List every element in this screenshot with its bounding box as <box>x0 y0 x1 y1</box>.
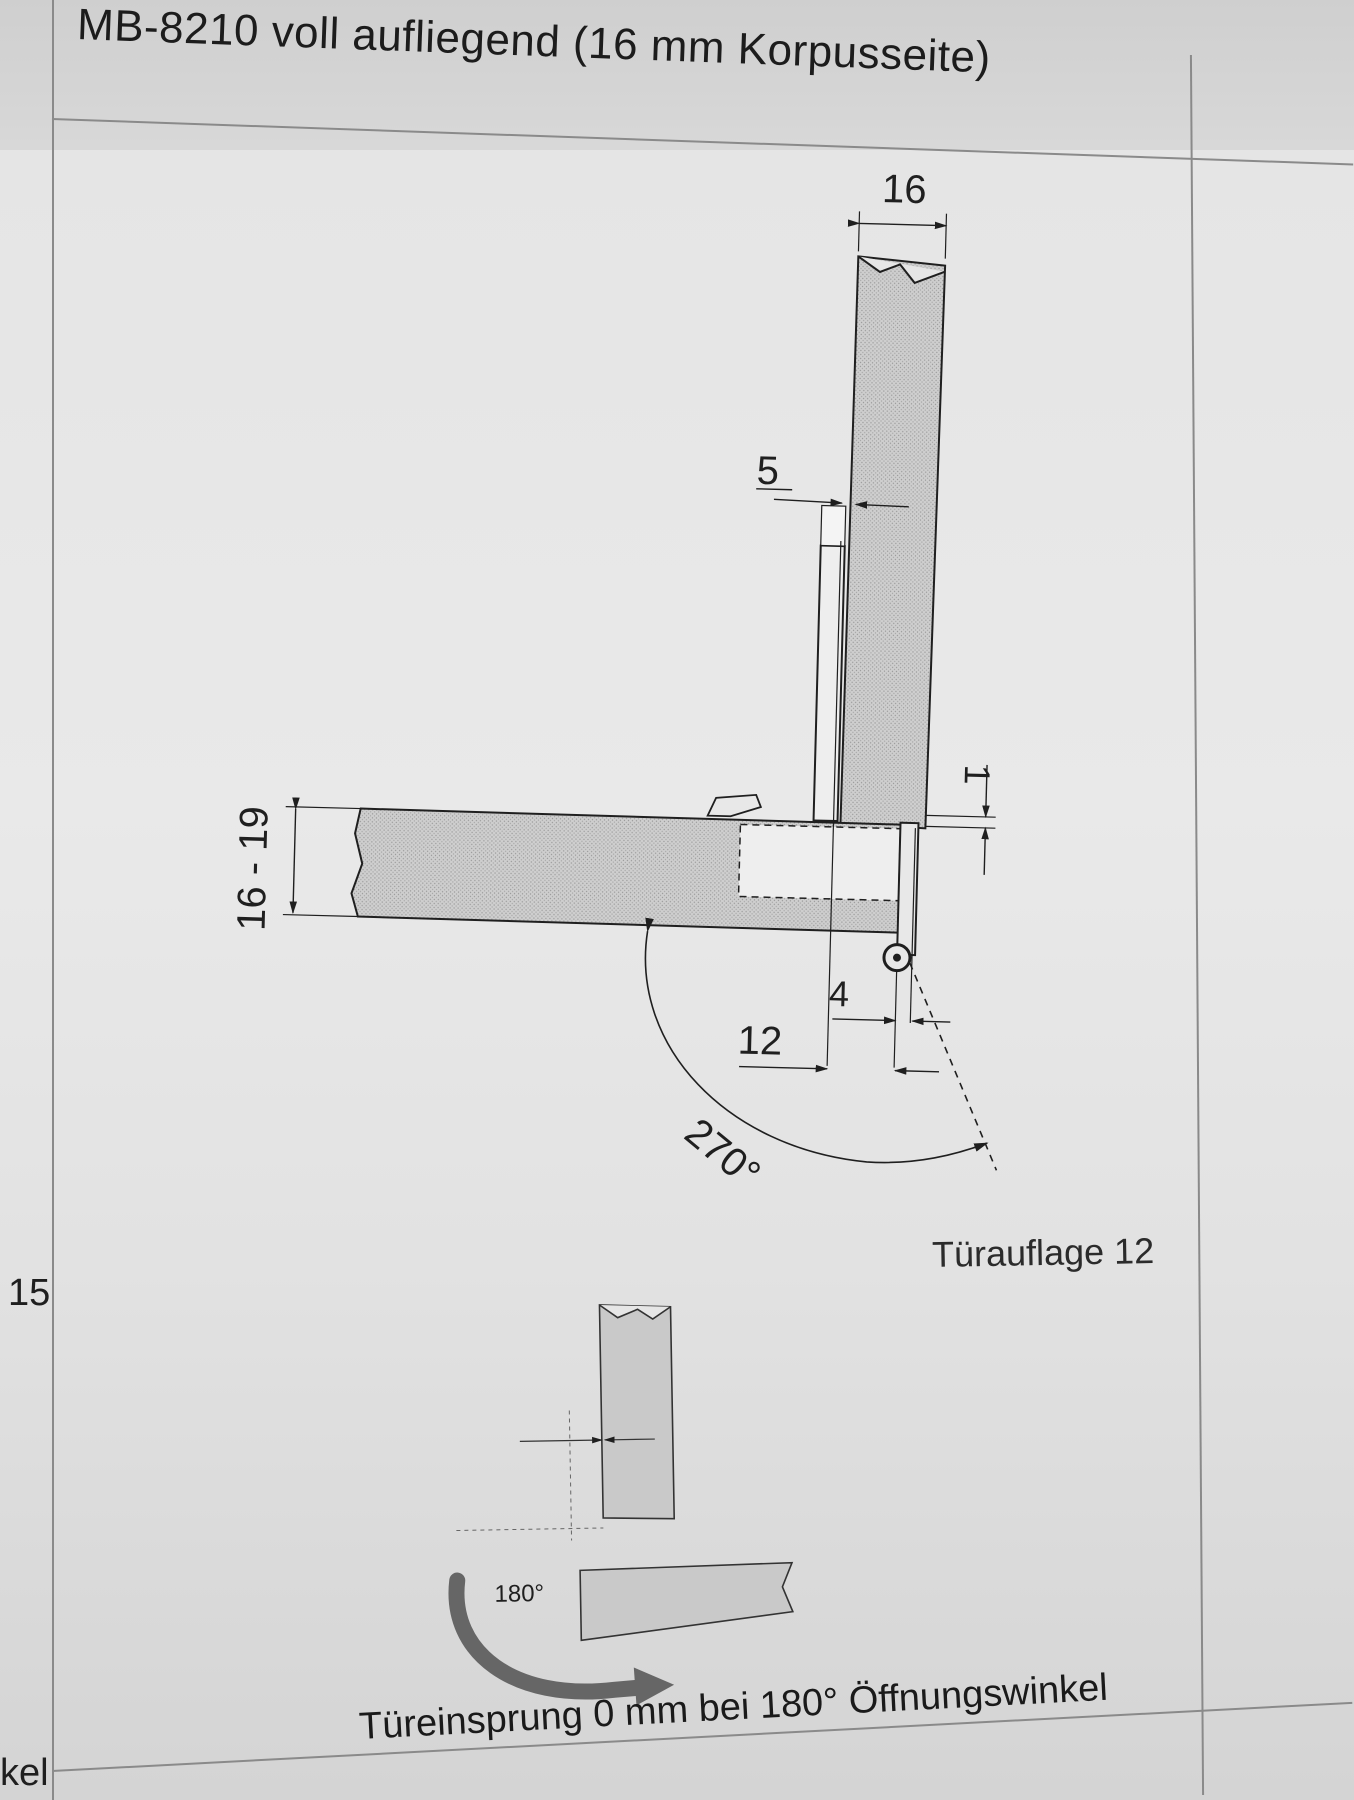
dim-label-5: 5 <box>756 449 779 494</box>
side-label-number: 15 <box>8 1272 51 1314</box>
rotation-arrow <box>448 1572 653 1700</box>
dim-label-4: 4 <box>828 973 849 1015</box>
dim-label-16: 16 <box>882 167 928 212</box>
opening-angle-line <box>909 962 998 1171</box>
hinge-tab <box>706 793 763 818</box>
dim-label-12: 12 <box>737 1019 783 1064</box>
mounting-plate-block <box>820 504 847 547</box>
reference-line <box>285 805 361 810</box>
side-label-bottom: kel <box>0 1752 49 1794</box>
reference-line <box>857 211 861 252</box>
secondary-vertical-panel <box>598 1304 676 1520</box>
reference-line <box>893 970 898 1068</box>
secondary-diagram: 180° <box>448 1304 794 1706</box>
dim-label-1: 1 <box>957 764 999 785</box>
hinge-cup <box>737 823 902 902</box>
dim-label-270: 270° <box>676 1110 768 1197</box>
reference-line <box>944 213 948 259</box>
main-diagram-caption: Türauflage 12 <box>931 1230 1155 1275</box>
dim-label-16-19: 16 - 19 <box>229 806 276 932</box>
reference-line <box>282 913 358 918</box>
secondary-horizontal-panel <box>579 1561 794 1642</box>
opening-angle-arc <box>644 917 989 1164</box>
carcass-break-line <box>857 255 946 285</box>
secondary-angle-label: 180° <box>494 1580 544 1608</box>
carcass-panel <box>839 255 947 830</box>
frame-left-line <box>52 0 54 1800</box>
